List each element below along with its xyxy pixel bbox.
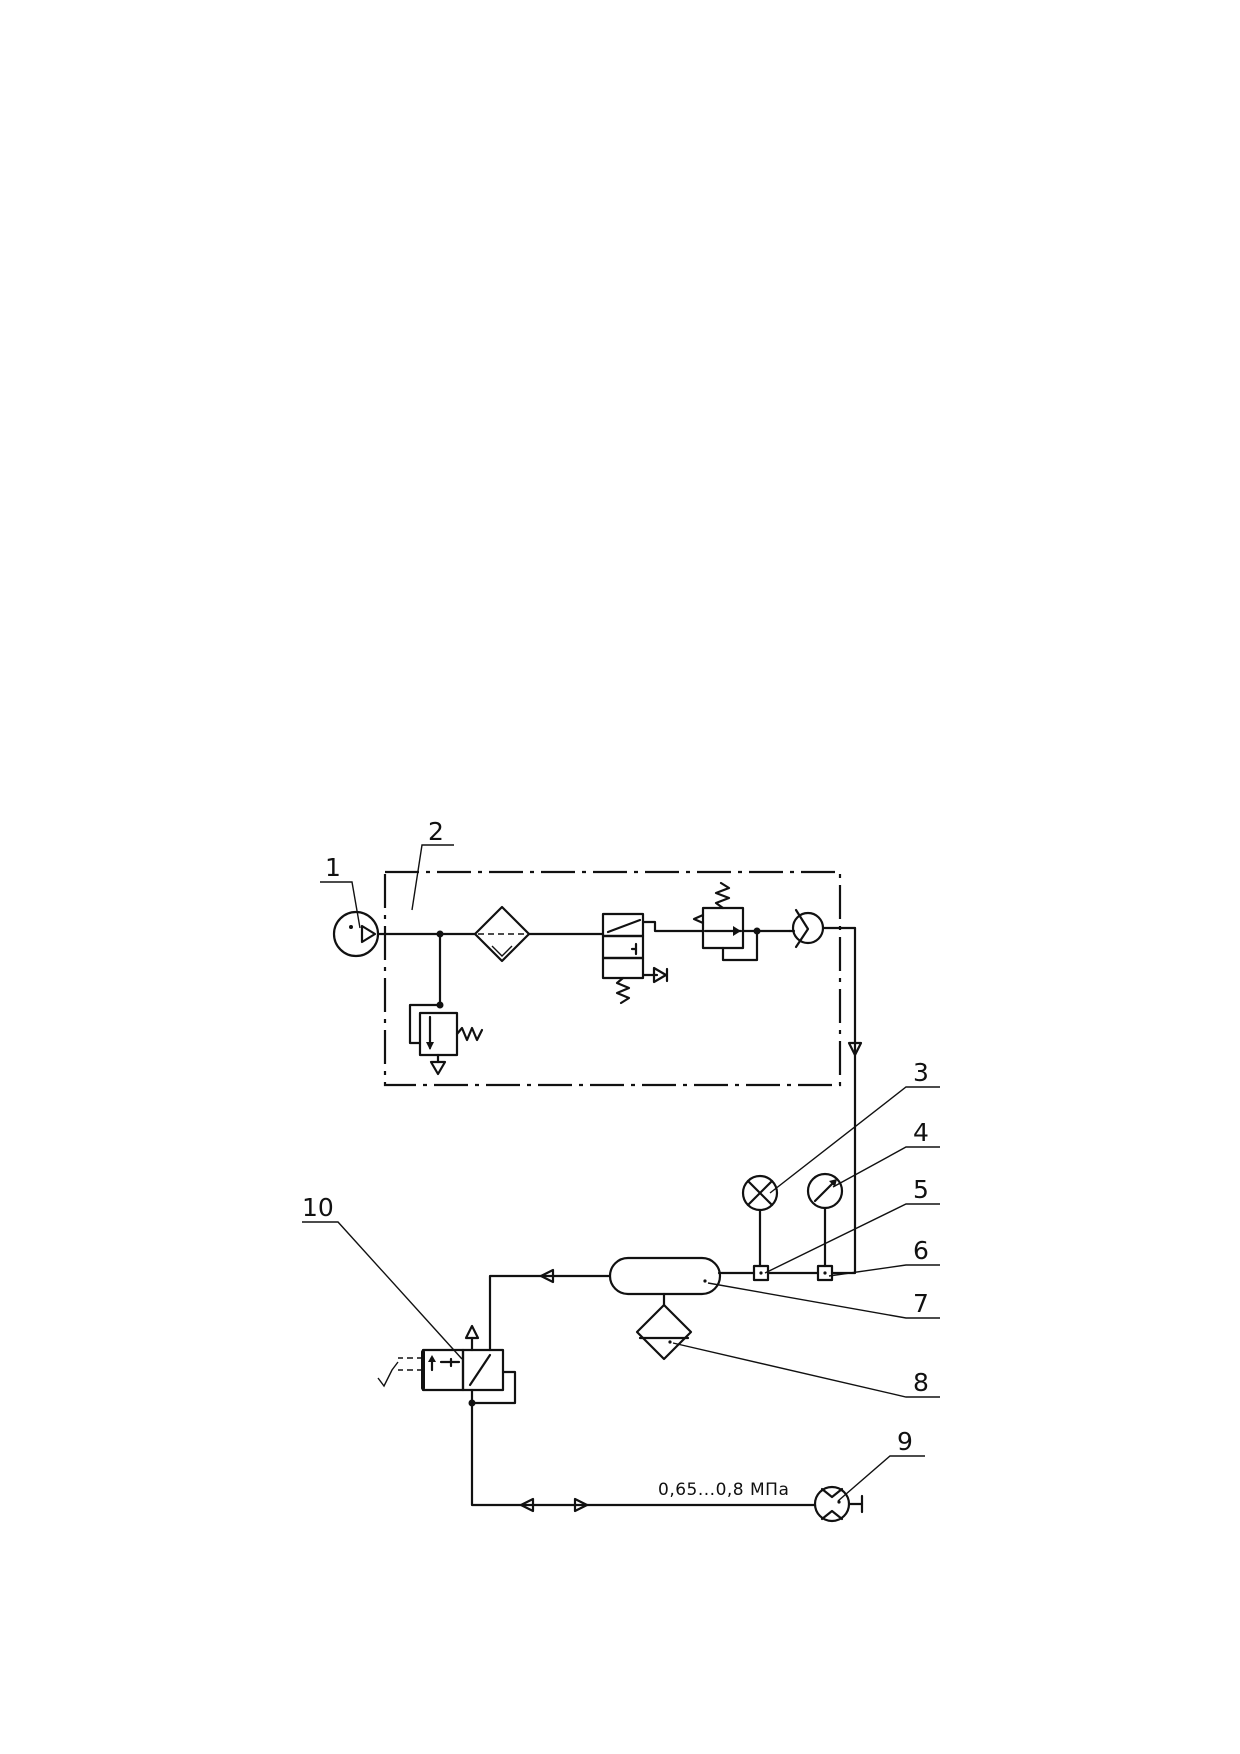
check-valve-symbol	[788, 908, 857, 949]
indicator-symbol	[741, 1174, 779, 1268]
consumer-motor-symbol	[813, 1485, 864, 1523]
directional-valve-symbol	[601, 912, 705, 1005]
compressor-symbol	[332, 910, 387, 958]
consumer-line	[470, 1401, 817, 1513]
pressure-regulator-symbol	[692, 881, 792, 962]
pressure-gauge-symbol	[806, 1172, 844, 1268]
moisture-separator-symbol	[635, 1303, 693, 1361]
label-1: 1	[325, 853, 341, 882]
station-boundary	[383, 870, 842, 1087]
filter-symbol	[473, 905, 531, 963]
label-3: 3	[913, 1058, 929, 1087]
label-7: 7	[913, 1289, 929, 1318]
pressure-note: 0,65...0,8 МПа	[658, 1480, 789, 1500]
label-8: 8	[913, 1368, 929, 1397]
callout-labels: 1 2 3 4 5 6 7 8 9 10	[302, 817, 929, 1456]
label-4: 4	[913, 1118, 929, 1147]
leader-lines	[302, 844, 940, 1502]
receiver-outlet-line	[488, 1268, 612, 1352]
supply-line	[830, 926, 863, 1275]
label-2: 2	[428, 817, 444, 846]
label-5: 5	[913, 1175, 929, 1204]
label-10: 10	[302, 1193, 334, 1222]
air-receiver-symbol	[608, 1256, 722, 1307]
control-valve-symbol	[377, 1324, 517, 1407]
safety-valve-symbol	[408, 930, 484, 1076]
label-6: 6	[913, 1236, 929, 1265]
label-9: 9	[897, 1427, 913, 1456]
